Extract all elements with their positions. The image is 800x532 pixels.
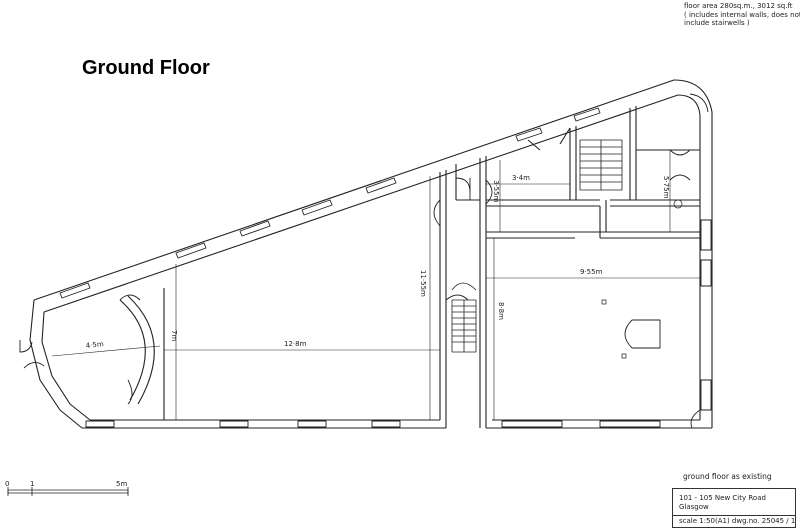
title-block: 101 - 105 New City Road Glasgow scale 1:… [672, 488, 796, 528]
dim-3-55: 3·55m [492, 180, 500, 203]
windows-north [59, 107, 601, 299]
dim-3-4: 3·4m [512, 174, 530, 182]
dim-8-8: 8·8m [497, 302, 505, 320]
floor-area-line: floor area 280sq.m., 3012 sq.ft [684, 2, 793, 10]
existing-label: ground floor as existing [683, 472, 772, 481]
dimension-lines [51, 150, 701, 420]
title-block-scale: scale 1:50(A1) dwg.no. 25045 / 1 [673, 515, 795, 527]
dim-12-8: 12·8m [284, 340, 307, 348]
windows-east [689, 93, 712, 411]
stair-upper [579, 139, 623, 191]
interior-walls [119, 106, 700, 428]
scale-bar-1: 1 [30, 480, 34, 488]
scale-bar-5m: 5m [116, 480, 127, 488]
outer-walls [29, 79, 713, 429]
doors [19, 149, 701, 429]
dim-4-5: 4·5m [85, 340, 104, 350]
address-line: Glasgow [679, 503, 709, 511]
floor-area-line: ( includes internal walls, does not [684, 10, 800, 19]
address-line: 101 - 105 New City Road [679, 494, 766, 502]
fixtures [601, 199, 683, 359]
dim-9-55: 9·55m [580, 268, 603, 276]
dim-7: 7m [170, 330, 178, 341]
stair-lower [451, 282, 477, 353]
scale-bar [7, 487, 129, 496]
dim-11-55: 11·55m [419, 270, 427, 297]
floor-area-note: floor area 280sq.m., 3012 sq.ft ( includ… [684, 2, 800, 28]
dim-5-75: 5·75m [662, 176, 670, 199]
windows-south [85, 420, 661, 428]
floor-area-line: include stairwells ) [684, 19, 750, 27]
scale-bar-0: 0 [5, 480, 9, 488]
scale-bar-labels: 0 1 5m [5, 480, 127, 488]
dimension-labels: 4·5m 7m 12·8m 11·55m 3·4m 3·55m 5·75m 9·… [85, 174, 670, 350]
drawing-title: Ground Floor [82, 57, 210, 79]
title-block-address: 101 - 105 New City Road Glasgow [679, 494, 766, 512]
